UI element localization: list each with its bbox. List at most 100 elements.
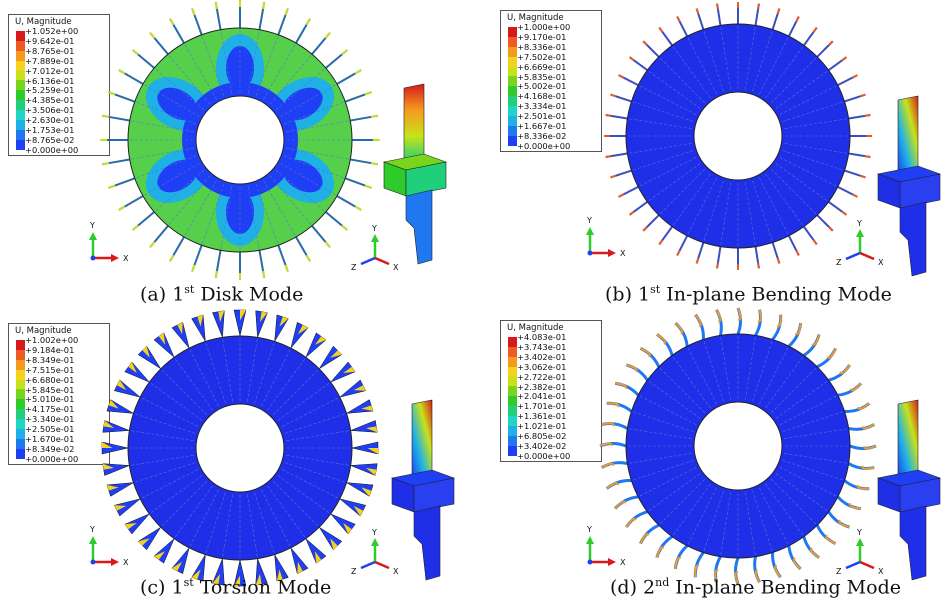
blade-tip-highlight [149,241,156,248]
sector-line [638,394,697,425]
blade-tip-highlight [214,1,218,10]
colorbar-swatch [16,60,25,71]
colorbar-swatch [508,435,517,446]
legend-value: +0.000e+00 [25,453,79,464]
sector-line [647,69,701,109]
blade-tip-highlight [857,402,870,410]
sector-line [149,381,203,421]
blade [771,314,783,341]
dovetail-root [899,505,927,581]
colorbar-swatch [508,337,517,347]
colorbar-swatch [508,346,517,357]
sector-line [720,492,731,557]
blade-tip-highlight [852,74,858,79]
blade [614,381,640,397]
colorbar-swatch [16,379,25,390]
axis-triad-2d: YX [586,525,626,567]
blade-tip-highlight [255,574,262,586]
legend-value: +2.505e-01 [25,424,75,435]
blade-tip-highlight [118,69,126,75]
sector-line [779,157,838,188]
colorbar-swatch [508,116,517,126]
blade-tip-highlight [716,3,719,10]
blade-tip-highlight [794,322,802,336]
blade-tip-highlight [370,162,379,166]
colorbar-swatch [16,129,25,140]
y-axis-label: Y [856,219,862,228]
blade-tip-highlight [642,40,648,46]
sector-line [149,475,203,515]
sector-line [261,348,292,407]
blade-tip-highlight [305,254,311,262]
blade-tip-highlight [811,334,821,346]
axis-triad-2d: YX [586,216,626,258]
blade [106,482,134,497]
blade [787,545,802,571]
sector-line [220,186,233,251]
sector-line [658,56,705,103]
colorbar-swatch [16,120,25,130]
legend-value: +7.889e-01 [25,55,75,66]
blade-tip-highlight [838,519,850,529]
blade-tip-highlight [776,257,781,264]
legend-value: +2.501e-01 [517,111,567,122]
blade-tip-highlight [674,322,684,335]
sector-line [286,120,351,133]
blade-tip-highlight [629,56,635,62]
sector-line [658,366,705,413]
colorbar-swatch [508,135,517,146]
sector-line [671,355,711,409]
colorbar-swatch [508,36,517,47]
blade-tip-highlight [610,174,617,179]
panel-caption: (c) 1st Torsion Mode [140,576,331,598]
blade-detail-view [382,83,448,265]
legend-value: +5.002e-01 [517,81,567,92]
blade-tip-highlight [826,348,837,359]
blade-tip-highlight [172,561,183,571]
legend-value: +3.402e-02 [517,440,567,451]
sector-line [267,357,307,411]
blade-tip-highlight [154,551,165,560]
panel-caption: (d) 2nd In-plane Bending Mode [610,576,901,598]
blade-detail-view [876,95,942,277]
blade-detail-view [876,399,942,581]
blade [639,523,660,545]
blade-tip-highlight [101,114,110,118]
sector-line [647,163,701,203]
blade-tip-highlight [102,442,113,448]
colorbar-swatch [508,356,517,367]
sector-line [205,341,226,404]
sector-line [658,479,705,526]
sector-line [280,83,338,117]
blade-tip-highlight [101,162,110,166]
legend-value: +1.052e+00 [25,26,79,36]
sector-line [284,413,347,434]
sector-line [631,150,694,171]
blade-tip-highlight [366,467,377,476]
blade-tip-highlight [599,442,613,447]
sector-line [759,36,790,95]
disk-bore [195,403,285,493]
colorbar-swatch [508,376,517,387]
legend-value: +3.506e-01 [25,105,75,116]
sector-line [286,455,351,466]
blade-tip-highlight [177,322,183,335]
sector-line [273,368,320,415]
sector-line [782,411,845,432]
blade [802,536,820,559]
legend-value: +6.669e-01 [517,61,567,72]
blade-tip-highlight [626,363,638,373]
sector-line [779,394,838,425]
blade-tip-highlight [614,382,628,390]
sector-line [782,460,845,481]
sector-line [188,489,219,548]
sector-line [183,180,217,238]
contour-legend: U, Magnitude+1.052e+00+9.642e-01+8.765e-… [8,14,110,156]
sector-line [222,494,233,559]
legend-colorbar [16,31,25,150]
legend-value: +0.000e+00 [25,144,79,155]
sector-line [686,36,717,95]
